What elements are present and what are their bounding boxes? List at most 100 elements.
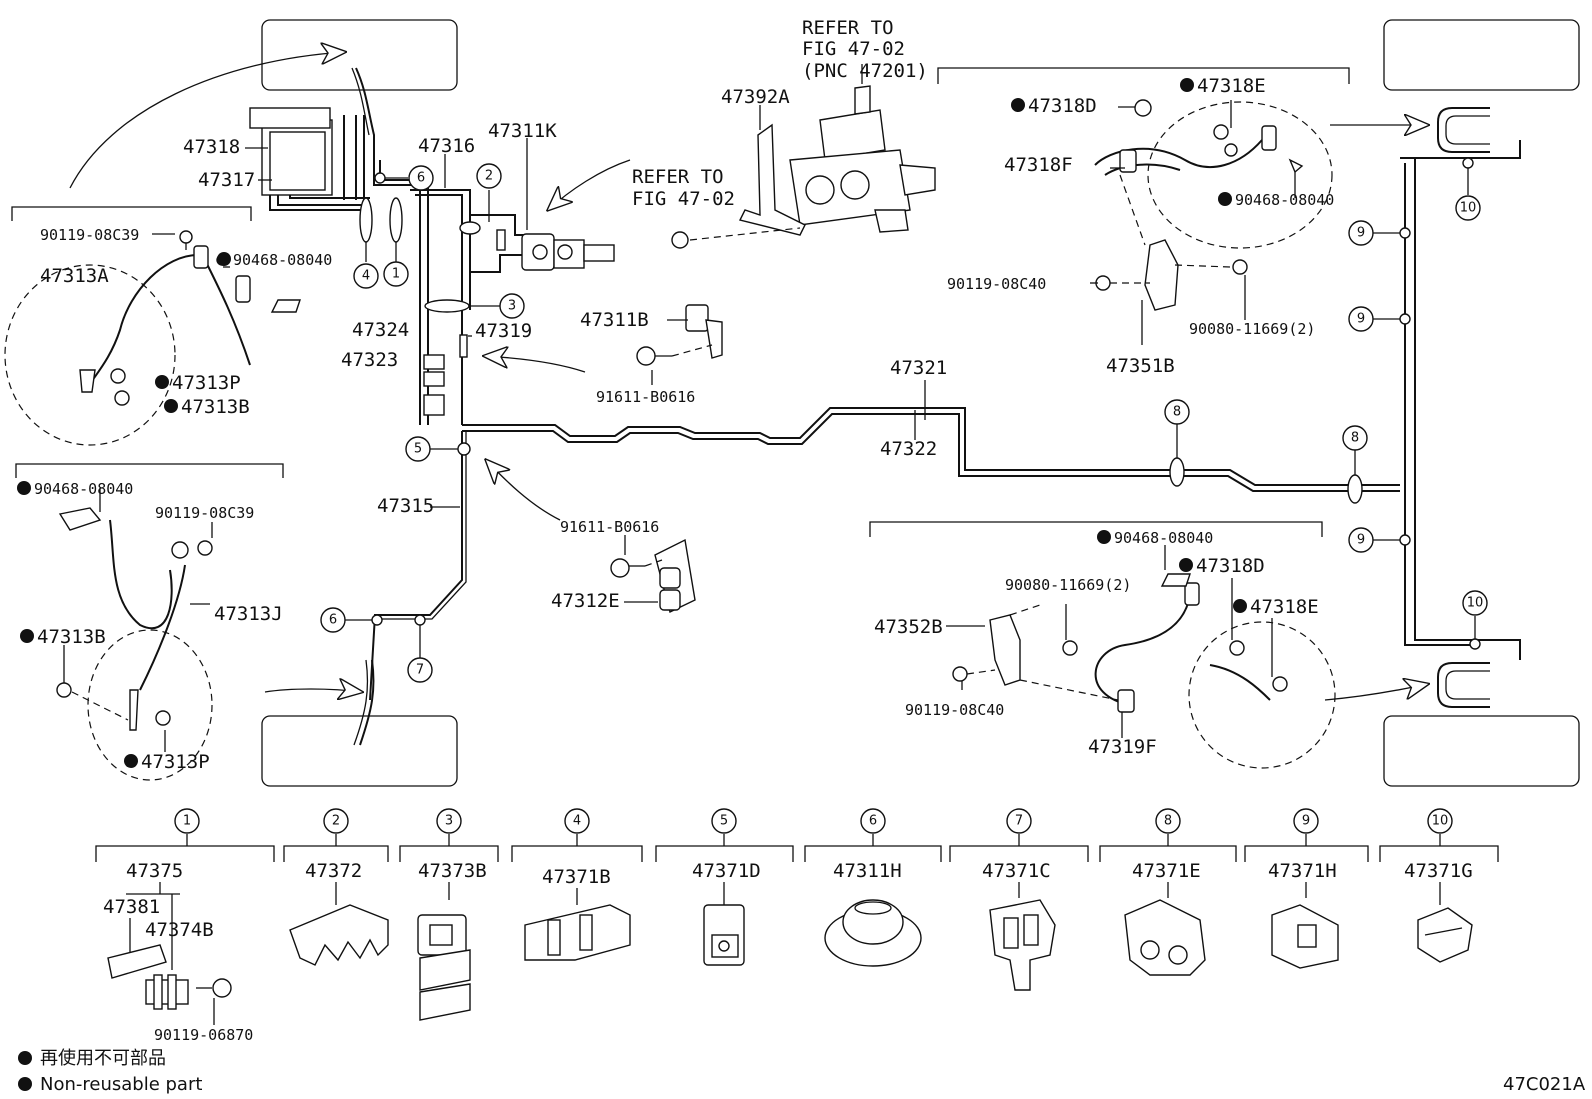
clamp-table-col-2: 2 47372	[289, 808, 389, 966]
svg-text:47318E: 47318E	[1197, 75, 1266, 97]
svg-text:47371D: 47371D	[692, 860, 761, 882]
clamp-1-on-bundle	[389, 197, 403, 243]
refer-valve: REFER TO FIG 47-02	[632, 166, 735, 210]
label-90080-11669-b: 90080-11669(2)	[1005, 576, 1131, 594]
callout-5: 5	[405, 436, 471, 462]
svg-text:47318D: 47318D	[1028, 95, 1097, 117]
clamp-8b	[1347, 474, 1363, 504]
flow-arrow-to-rear-left	[264, 689, 362, 692]
svg-text:5: 5	[720, 814, 728, 829]
svg-text:7: 7	[1015, 814, 1023, 829]
label-47313B-a: 47313B	[164, 396, 250, 418]
svg-text:REFER TO: REFER TO	[632, 166, 724, 188]
callout-6-lower: 6	[320, 607, 383, 633]
label-90119-08C40-b: 90119-08C40	[905, 701, 1004, 719]
clamp-table-col-1: 1 47375 47381 47374B 90119-06870	[103, 808, 253, 1044]
clamp-table: 1 47375 47381 47374B 90119-06870 2 47372…	[95, 808, 1499, 1044]
label-47313J: 47313J	[214, 603, 283, 625]
svg-text:90468-08040: 90468-08040	[34, 480, 133, 498]
wheel-box-rear-left	[261, 715, 458, 787]
group-bracket-front-right-hose	[937, 67, 1350, 84]
svg-text:再使用不可部品: 再使用不可部品	[40, 1048, 166, 1069]
svg-text:47371E: 47371E	[1132, 860, 1201, 882]
clamp-table-col-3: 3 47373B	[417, 808, 487, 1021]
svg-text:3: 3	[445, 814, 453, 829]
bracket-47311B	[636, 304, 723, 366]
label-47319: 47319	[475, 320, 532, 342]
label-47318D-a: 47318D	[1011, 95, 1097, 117]
callout-2: 2	[476, 163, 502, 222]
label-47322: 47322	[880, 438, 937, 460]
svg-text:47375: 47375	[126, 860, 183, 882]
callout-8-b: 8	[1342, 425, 1368, 475]
label-47318: 47318	[183, 136, 240, 158]
flow-arrow-bracket-upper	[484, 356, 586, 373]
svg-text:47371C: 47371C	[982, 860, 1051, 882]
callout-4: 4	[353, 242, 379, 289]
label-90468-08040-c: 90468-08040	[1218, 191, 1334, 209]
wheel-box-rear-right	[1383, 715, 1580, 787]
label-47313A: 47313A	[40, 265, 109, 287]
svg-text:47313B: 47313B	[37, 626, 106, 648]
u-tube-front-right	[1437, 107, 1490, 153]
svg-text:FIG 47-02: FIG 47-02	[802, 38, 905, 60]
svg-text:47313P: 47313P	[172, 372, 241, 394]
wheel-box-front-right	[1383, 19, 1580, 91]
svg-text:4: 4	[573, 814, 581, 829]
u-tube-rear-right	[1437, 662, 1490, 708]
svg-text:(PNC 47201): (PNC 47201)	[802, 60, 928, 82]
svg-text:10: 10	[1432, 814, 1449, 829]
svg-text:47313B: 47313B	[181, 396, 250, 418]
front-right-hose	[1094, 99, 1333, 311]
svg-text:90119-06870: 90119-06870	[154, 1026, 253, 1044]
svg-text:8: 8	[1351, 431, 1359, 446]
clamp-table-col-6: 6 47311H	[824, 808, 922, 967]
callout-3: 3	[469, 293, 525, 319]
bracket-47312E	[610, 538, 696, 613]
label-47352B: 47352B	[874, 616, 943, 638]
label-90119-08C40-a: 90119-08C40	[947, 275, 1046, 293]
flow-arrow-valve	[548, 159, 631, 210]
svg-text:9: 9	[1357, 312, 1365, 327]
callout-9-a: 9	[1348, 220, 1411, 246]
label-47317: 47317	[198, 169, 255, 191]
svg-text:90468-08040: 90468-08040	[1235, 191, 1334, 209]
clamp-2-on-bundle	[459, 221, 481, 235]
svg-text:6: 6	[329, 613, 337, 628]
refer-master-cylinder: REFER TO FIG 47-02 (PNC 47201)	[802, 17, 928, 82]
label-90468-08040-d: 90468-08040	[1097, 529, 1213, 547]
group-bracket-rear-right-hose	[869, 521, 1323, 537]
svg-text:47381: 47381	[103, 896, 160, 918]
label-47318D-b: 47318D	[1179, 555, 1265, 577]
callout-1: 1	[383, 242, 409, 287]
callout-7: 7	[407, 614, 433, 683]
svg-text:47371H: 47371H	[1268, 860, 1337, 882]
flow-arrow-to-front-left	[69, 52, 345, 189]
clamp-3-on-bundle	[424, 299, 470, 313]
svg-text:10: 10	[1460, 201, 1477, 216]
svg-text:47374B: 47374B	[145, 919, 214, 941]
tube-clips	[423, 229, 506, 416]
label-47323: 47323	[341, 349, 398, 371]
label-47311K: 47311K	[488, 120, 557, 142]
label-47318F: 47318F	[1004, 154, 1073, 176]
svg-text:3: 3	[508, 299, 516, 314]
label-47313P-b: 47313P	[124, 751, 210, 773]
bracket-47392A	[671, 123, 806, 249]
label-90080-11669-a: 90080-11669(2)	[1189, 320, 1315, 338]
flow-arrow-to-rear-right	[1324, 684, 1428, 701]
label-47318E-b: 47318E	[1233, 596, 1319, 618]
master-cylinder	[789, 64, 936, 233]
svg-text:Non-reusable part: Non-reusable part	[40, 1074, 202, 1095]
svg-text:47311H: 47311H	[833, 860, 902, 882]
svg-text:8: 8	[1164, 814, 1172, 829]
svg-text:4: 4	[362, 269, 370, 284]
label-47324: 47324	[352, 319, 409, 341]
label-91611-B0616-a: 91611-B0616	[596, 388, 695, 406]
diagram-code: 47C021A	[1503, 1074, 1586, 1095]
label-91611-B0616-b: 91611-B0616	[560, 518, 659, 536]
callout-6-upper: 6	[374, 165, 434, 191]
rear-left-hose	[56, 507, 213, 781]
label-90119-08C39-a: 90119-08C39	[40, 226, 139, 244]
clamp-table-col-10: 10 47371G	[1404, 808, 1473, 963]
